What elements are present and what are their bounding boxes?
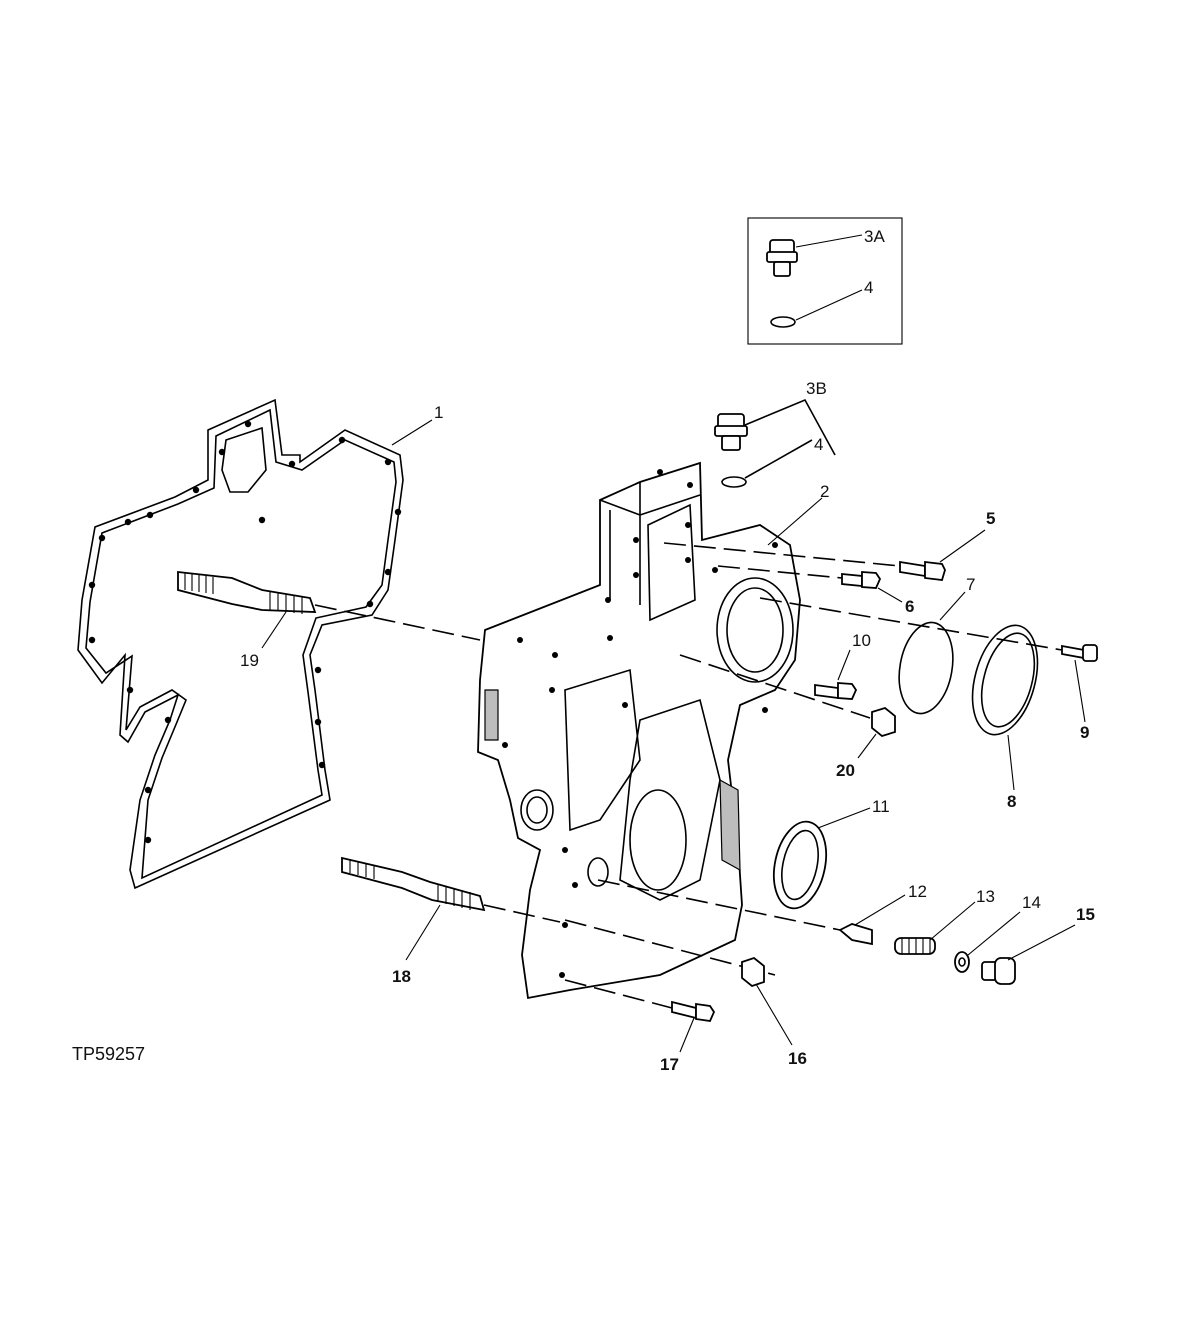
callout-17: 17 — [660, 1055, 679, 1074]
part-15-plug: 15 — [981, 905, 1095, 985]
part-9-screw: 9 — [1061, 644, 1098, 742]
part-4-oring-inset — [770, 316, 796, 328]
callout-10: 10 — [852, 631, 871, 650]
part-11-seal: 11 — [772, 797, 890, 910]
part-16-nut: 16 — [741, 956, 807, 1068]
callout-6: 6 — [905, 597, 914, 616]
part-18-shaft: 18 — [341, 856, 486, 986]
callout-8: 8 — [1007, 792, 1016, 811]
part-6-bolt: 6 — [841, 571, 914, 616]
callout-14: 14 — [1022, 893, 1041, 912]
callout-4: 4 — [814, 435, 823, 454]
leader-2 — [767, 497, 823, 546]
part-4-oring — [721, 476, 747, 488]
part-3a-plug-inset — [766, 239, 798, 277]
leader-1 — [391, 419, 433, 446]
callout-3a: 3A — [864, 227, 885, 246]
callout-7: 7 — [966, 575, 975, 594]
part-3b-plug — [714, 413, 748, 451]
callout-11: 11 — [872, 797, 890, 816]
callout-5: 5 — [986, 509, 995, 528]
part-14-washer: 14 — [954, 893, 1041, 973]
leader-4-inset — [795, 289, 863, 321]
alignment-lines — [314, 542, 1063, 1009]
part-19-shaft: 19 — [177, 570, 317, 670]
callout-1: 1 — [434, 403, 443, 422]
callout-20: 20 — [836, 761, 855, 780]
gasket-bolt-holes — [88, 420, 402, 844]
part-13-spring: 13 — [894, 887, 995, 955]
callout-19: 19 — [240, 651, 259, 670]
part-20-nut: 20 — [836, 706, 896, 780]
part-17-bolt: 17 — [660, 1000, 716, 1074]
leader-19 — [261, 611, 287, 649]
part-1-gasket: 1 — [77, 398, 443, 890]
callout-16: 16 — [788, 1049, 807, 1068]
callout-4-inset: 4 — [864, 278, 873, 297]
part-2-front-cover: 2 — [477, 461, 829, 1000]
inset-box: 3A 4 — [747, 217, 903, 345]
part-8-cover-plate: 8 — [971, 624, 1039, 811]
figure-id: TP59257 — [72, 1044, 145, 1064]
cover-bolt-holes — [502, 469, 778, 978]
leader-3b-4 — [744, 398, 836, 479]
inset-frame — [747, 217, 903, 345]
callout-2: 2 — [820, 482, 829, 501]
callout-12: 12 — [908, 882, 927, 901]
callout-3b: 3B — [806, 379, 827, 398]
leader-18 — [405, 904, 441, 961]
part-5-bolt: 5 — [899, 509, 995, 581]
callout-18: 18 — [392, 967, 411, 986]
part-10-bolt: 10 — [814, 631, 871, 700]
callout-9: 9 — [1080, 723, 1089, 742]
part-12-valve: 12 — [838, 882, 927, 946]
callout-15: 15 — [1076, 905, 1095, 924]
callout-13: 13 — [976, 887, 995, 906]
part-7-oring: 7 — [898, 575, 975, 715]
leader-3a — [795, 234, 863, 248]
